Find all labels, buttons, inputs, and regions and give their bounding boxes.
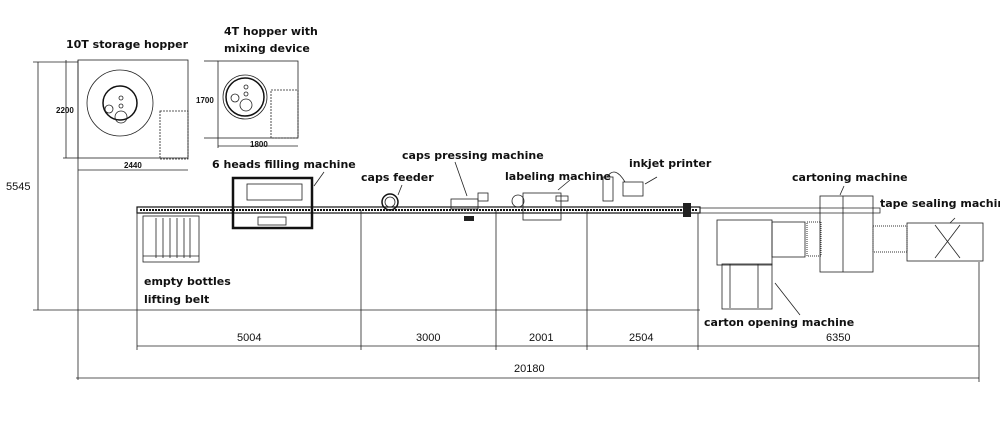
carton-opening-machine: carton opening machine <box>704 219 854 329</box>
height-dimension: 5545 <box>6 61 700 311</box>
total-height-value: 5545 <box>6 181 30 193</box>
filling-machine: 6 heads filling machine <box>212 158 356 230</box>
segment-dimensions: 5004 3000 2001 2504 6350 <box>137 210 980 382</box>
inkjet-label: inkjet printer <box>629 157 712 170</box>
carton-opening-label: carton opening machine <box>704 316 854 329</box>
lifting-belt-label-1: empty bottles <box>144 275 231 288</box>
labeling-label: labeling machine <box>505 170 611 183</box>
segment-dim-4: 2504 <box>629 332 653 344</box>
hopper1-height: 2200 <box>56 106 74 115</box>
segment-dim-3: 2001 <box>529 332 553 344</box>
storage-hopper-label: 10T storage hopper <box>66 38 189 51</box>
cartoning-machine: cartoning machine <box>792 171 908 273</box>
total-length-dimension: 20180 <box>76 363 979 379</box>
storage-hopper: 10T storage hopper 2200 2440 <box>56 38 189 380</box>
caps-feeder-label: caps feeder <box>361 171 434 184</box>
filling-machine-label: 6 heads filling machine <box>212 158 356 171</box>
total-length-value: 20180 <box>514 363 545 375</box>
hopper2-width: 1800 <box>250 140 268 149</box>
tape-sealing-machine: tape sealing machine <box>880 197 1000 262</box>
segment-dim-5: 6350 <box>826 332 850 344</box>
segment-dim-2: 3000 <box>416 332 440 344</box>
hopper2-height: 1700 <box>196 96 214 105</box>
labeling-machine: labeling machine <box>505 170 611 221</box>
mixing-hopper-label-1: 4T hopper with <box>224 25 318 38</box>
mixing-hopper-label-2: mixing device <box>224 42 310 55</box>
mixing-hopper: 4T hopper with mixing device 1700 1800 <box>196 25 318 149</box>
inkjet-printer: inkjet printer <box>602 157 712 202</box>
lifting-belt-label-2: lifting belt <box>144 293 209 306</box>
lifting-belt: empty bottles lifting belt <box>136 210 231 350</box>
tape-sealing-label: tape sealing machine <box>880 197 1000 210</box>
caps-pressing-machine: caps pressing machine <box>402 149 544 221</box>
segment-dim-1: 5004 <box>237 332 261 344</box>
caps-pressing-label: caps pressing machine <box>402 149 544 162</box>
conveyor <box>136 203 881 217</box>
caps-feeder: caps feeder <box>361 171 434 211</box>
hopper1-width: 2440 <box>124 161 142 170</box>
cartoning-label: cartoning machine <box>792 171 908 184</box>
